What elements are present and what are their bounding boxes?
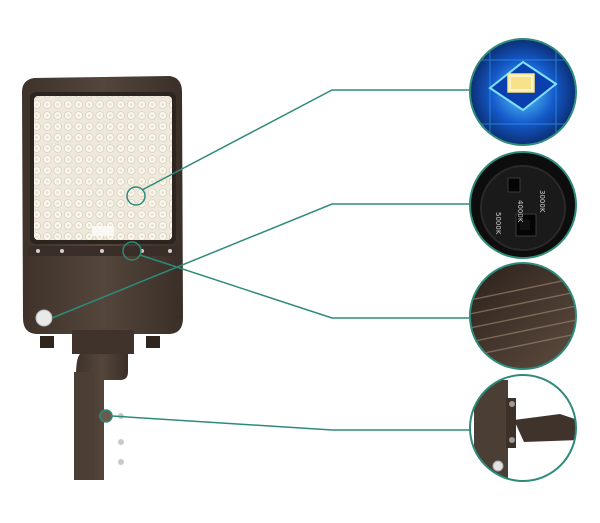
svg-text:5000K: 5000K [494,212,502,235]
svg-text:3000K: 3000K [538,190,546,213]
svg-text:4000K: 4000K [516,200,524,223]
mount-icon [469,374,577,482]
led-chip-icon [469,38,577,146]
fixture-head [22,76,183,354]
photocell-sensor [35,309,53,327]
callout-lines [51,89,470,431]
slip-fitter [74,354,128,480]
led-array [34,96,172,240]
switch-icon: 3000K 4000K 5000K [469,151,577,259]
fin-icon [469,262,577,370]
